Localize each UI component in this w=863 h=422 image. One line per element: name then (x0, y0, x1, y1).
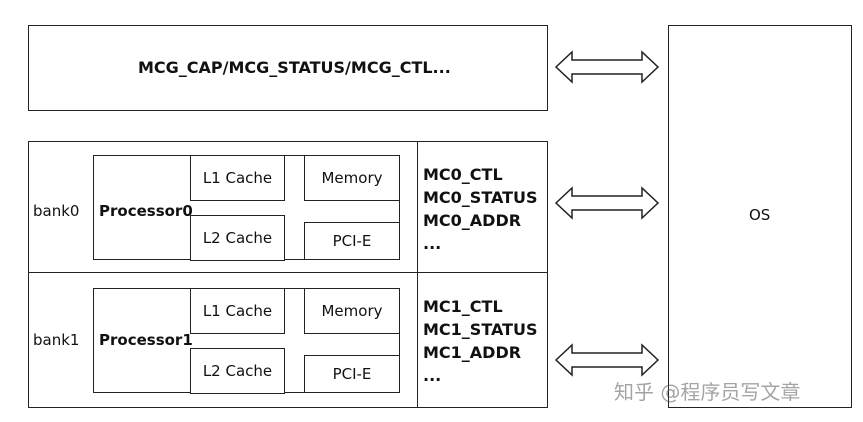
bank1-l1-cache: L1 Cache (190, 288, 285, 334)
bank0-register-addr: MC0_ADDR (423, 211, 522, 230)
processor1-label: Processor1 (99, 331, 193, 349)
bank0-os-double-arrow (554, 186, 660, 220)
bank1-register-ctl: MC1_CTL (423, 297, 503, 316)
bank1-label: bank1 (33, 331, 80, 349)
bank0-l2-cache: L2 Cache (190, 215, 285, 261)
bank1-register-status: MC1_STATUS (423, 320, 538, 339)
bank0-l1-cache-label: L1 Cache (202, 169, 273, 187)
register-column-divider (417, 141, 418, 408)
processor0-label: Processor0 (99, 202, 193, 220)
bank1-l2-cache: L2 Cache (190, 348, 285, 394)
mcg-global-registers-label: MCG_CAP/MCG_STATUS/MCG_CTL... (138, 58, 451, 77)
mcg-global-registers-box (28, 25, 548, 111)
mcg-os-double-arrow (554, 50, 660, 84)
bank1-l2-cache-label: L2 Cache (202, 362, 273, 380)
bank-divider (28, 272, 548, 273)
bank1-os-double-arrow (554, 343, 660, 377)
bank1-memory-label: Memory (321, 302, 383, 320)
bank0-register-more: ... (423, 234, 442, 253)
bank0-label: bank0 (33, 202, 80, 220)
bank0-l2-cache-label: L2 Cache (202, 229, 273, 247)
bank0-pcie-label: PCI-E (332, 232, 372, 250)
bank0-register-list: MC0_CTL MC0_STATUS MC0_ADDR ... (423, 163, 538, 255)
bank1-memory: Memory (304, 288, 400, 334)
bank0-memory-label: Memory (321, 169, 383, 187)
os-label: OS (749, 206, 771, 224)
bank1-pcie-label: PCI-E (332, 365, 372, 383)
bank0-register-status: MC0_STATUS (423, 188, 538, 207)
bank1-pcie: PCI-E (304, 355, 400, 393)
bank1-l1-cache-label: L1 Cache (202, 302, 273, 320)
watermark: 知乎 @程序员写文章 (614, 380, 801, 404)
bank1-register-list: MC1_CTL MC1_STATUS MC1_ADDR ... (423, 295, 538, 387)
bank0-l1-cache: L1 Cache (190, 155, 285, 201)
bank0-pcie: PCI-E (304, 222, 400, 260)
bank1-register-more: ... (423, 366, 442, 385)
bank0-memory: Memory (304, 155, 400, 201)
bank0-register-ctl: MC0_CTL (423, 165, 503, 184)
bank1-register-addr: MC1_ADDR (423, 343, 522, 362)
os-box (668, 25, 852, 408)
